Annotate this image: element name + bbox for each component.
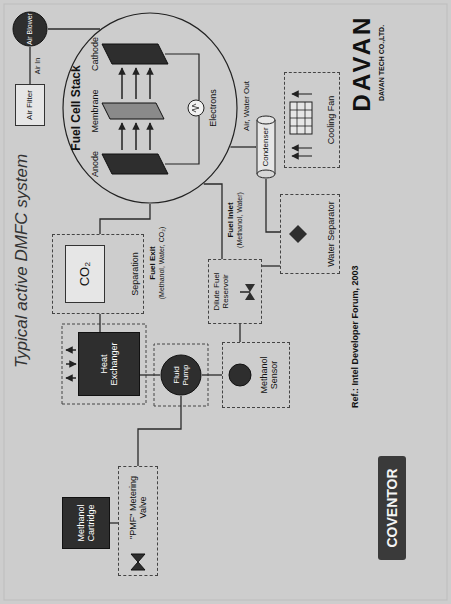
node-text: Air Blower — [26, 13, 34, 45]
part-label: Electrons — [208, 83, 218, 133]
node-text: Condenser — [261, 127, 270, 166]
reference-note: Ref.: Intel Developer Forum, 2003 — [350, 198, 360, 408]
air-blower-circle: Air Blower — [12, 11, 48, 47]
part-label: Fuel Inlet — [226, 186, 235, 254]
flow-line — [239, 324, 240, 342]
node-text: Methanol Sensor — [259, 346, 280, 404]
part-label: (Methanol, Water) — [236, 186, 244, 254]
part-label: (Methanol, Water, CO₂) — [158, 218, 166, 308]
part-label: Membrane — [90, 86, 100, 136]
flow-line — [138, 396, 181, 466]
node-text: Cooling Fan — [326, 96, 336, 145]
flow-line — [48, 28, 100, 29]
flow-line — [230, 146, 256, 147]
reservoir-box: Dilute Fuel Reservoir — [208, 259, 262, 324]
separator-symbol — [289, 225, 307, 243]
flow-line — [262, 265, 280, 266]
part-label: Cathode — [90, 34, 100, 74]
flow-line — [140, 374, 160, 375]
flow-line — [266, 179, 280, 232]
node-text: CO₂ — [78, 262, 93, 287]
water-separator-box: Water Separator — [280, 194, 340, 274]
heat-exchanger-outline — [62, 324, 146, 404]
node-text: Methanol Cartridge — [76, 501, 97, 545]
part-label: Anode — [90, 144, 100, 184]
airflow-arrows — [292, 94, 312, 156]
node-text: Fluid Pump — [172, 356, 190, 394]
valve-symbol — [131, 554, 145, 570]
logo-text: DAVAN — [348, 10, 376, 116]
flow-line — [204, 184, 222, 259]
pump-circle: Fluid Pump — [160, 354, 202, 396]
heat-icon — [66, 350, 76, 378]
flow-line — [29, 47, 30, 84]
cooling-fan-box: Cooling Fan — [284, 72, 340, 168]
node-text: Separation — [130, 252, 140, 296]
separation-box: Separation CO₂ — [52, 234, 144, 314]
valve-stem — [240, 291, 250, 293]
node-text: Water Separator — [326, 201, 336, 267]
flow-line — [202, 374, 222, 375]
part-label: Fuel Exit — [148, 218, 157, 308]
sensor-box: Methanol Sensor — [222, 342, 290, 408]
heat-exchanger-box: Heat Exchanger — [78, 332, 140, 396]
fan-grid — [290, 102, 312, 134]
condenser-cylinder: Condenser — [256, 115, 276, 179]
air-filter-box: Air Filter — [15, 84, 45, 126]
part-label: DAVAN TECH CO.,LTD. — [378, 10, 386, 116]
flow-line — [100, 204, 150, 234]
node-text: Fuel Cell Stack — [70, 65, 84, 150]
node-text: Dilute Fuel Reservoir — [212, 263, 230, 320]
node-text: Air Filter — [25, 90, 34, 120]
cartridge-box: Methanol Cartridge — [62, 497, 110, 549]
valve-box: "PMF" Metering Valve — [118, 466, 158, 576]
sensor-symbol — [229, 364, 251, 386]
flow-line — [99, 314, 100, 332]
flow-line — [110, 522, 118, 523]
node-text: "PMF" Metering Valve — [128, 470, 149, 545]
part-label: Air In — [34, 50, 42, 82]
slide-frame — [4, 4, 447, 600]
slide-title: Typical active DMFC system — [12, 154, 32, 368]
co2-box: CO₂ — [65, 245, 105, 303]
part-label: Air, Water Out — [242, 70, 251, 142]
stack-illustration — [102, 44, 204, 174]
node-text: Heat Exchanger — [99, 336, 120, 392]
logo-text: COVENTOR — [378, 456, 406, 560]
